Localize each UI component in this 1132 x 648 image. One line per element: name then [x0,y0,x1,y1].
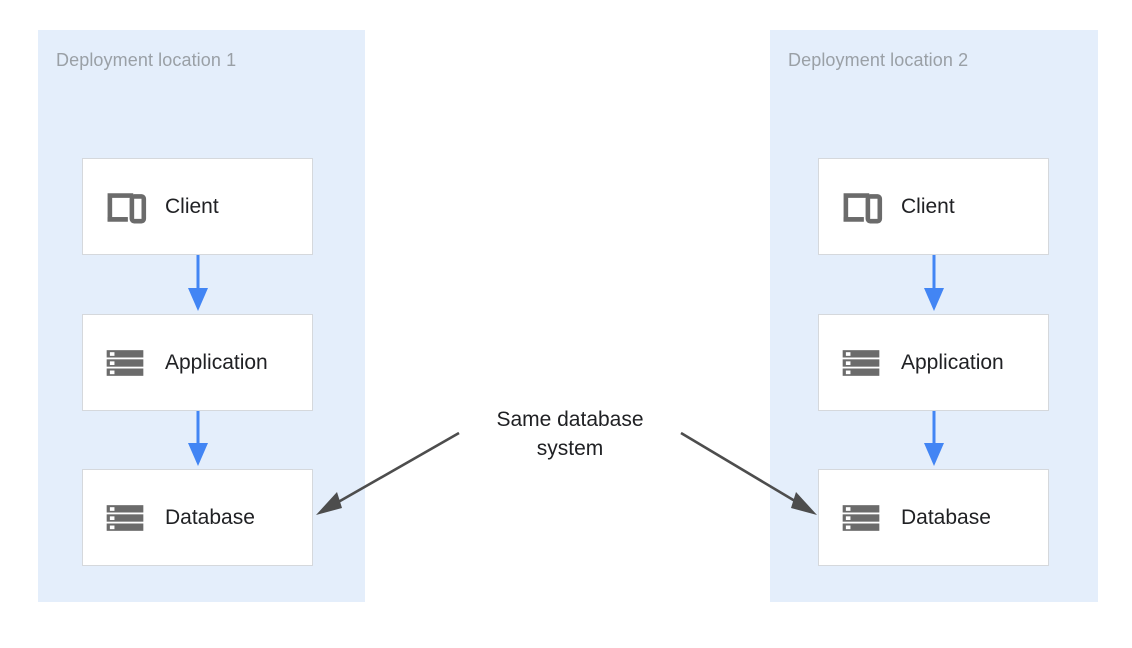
server-icon [106,504,144,531]
node-label: Application [165,350,268,374]
node-label: Database [165,505,255,529]
deployment-location-2-label: Deployment location 2 [788,50,969,70]
node-label: Application [901,350,1004,374]
devices-icon [107,192,147,223]
annotation-line-2: system [536,437,604,460]
same-database-system-annotation: Same database system [470,405,670,463]
node-application-location-2[interactable]: Application [818,314,1049,411]
server-icon [842,349,880,376]
node-label: Client [901,194,955,218]
node-client-location-1[interactable]: Client [82,158,313,255]
deployment-location-1-label: Deployment location 1 [56,50,237,70]
node-client-location-2[interactable]: Client [818,158,1049,255]
node-label: Database [901,505,991,529]
server-icon [106,349,144,376]
annotation-line-1: Same database [496,408,644,431]
server-icon [842,504,880,531]
node-application-location-1[interactable]: Application [82,314,313,411]
node-database-location-1[interactable]: Database [82,469,313,566]
node-label: Client [165,194,219,218]
node-database-location-2[interactable]: Database [818,469,1049,566]
devices-icon [843,192,883,223]
